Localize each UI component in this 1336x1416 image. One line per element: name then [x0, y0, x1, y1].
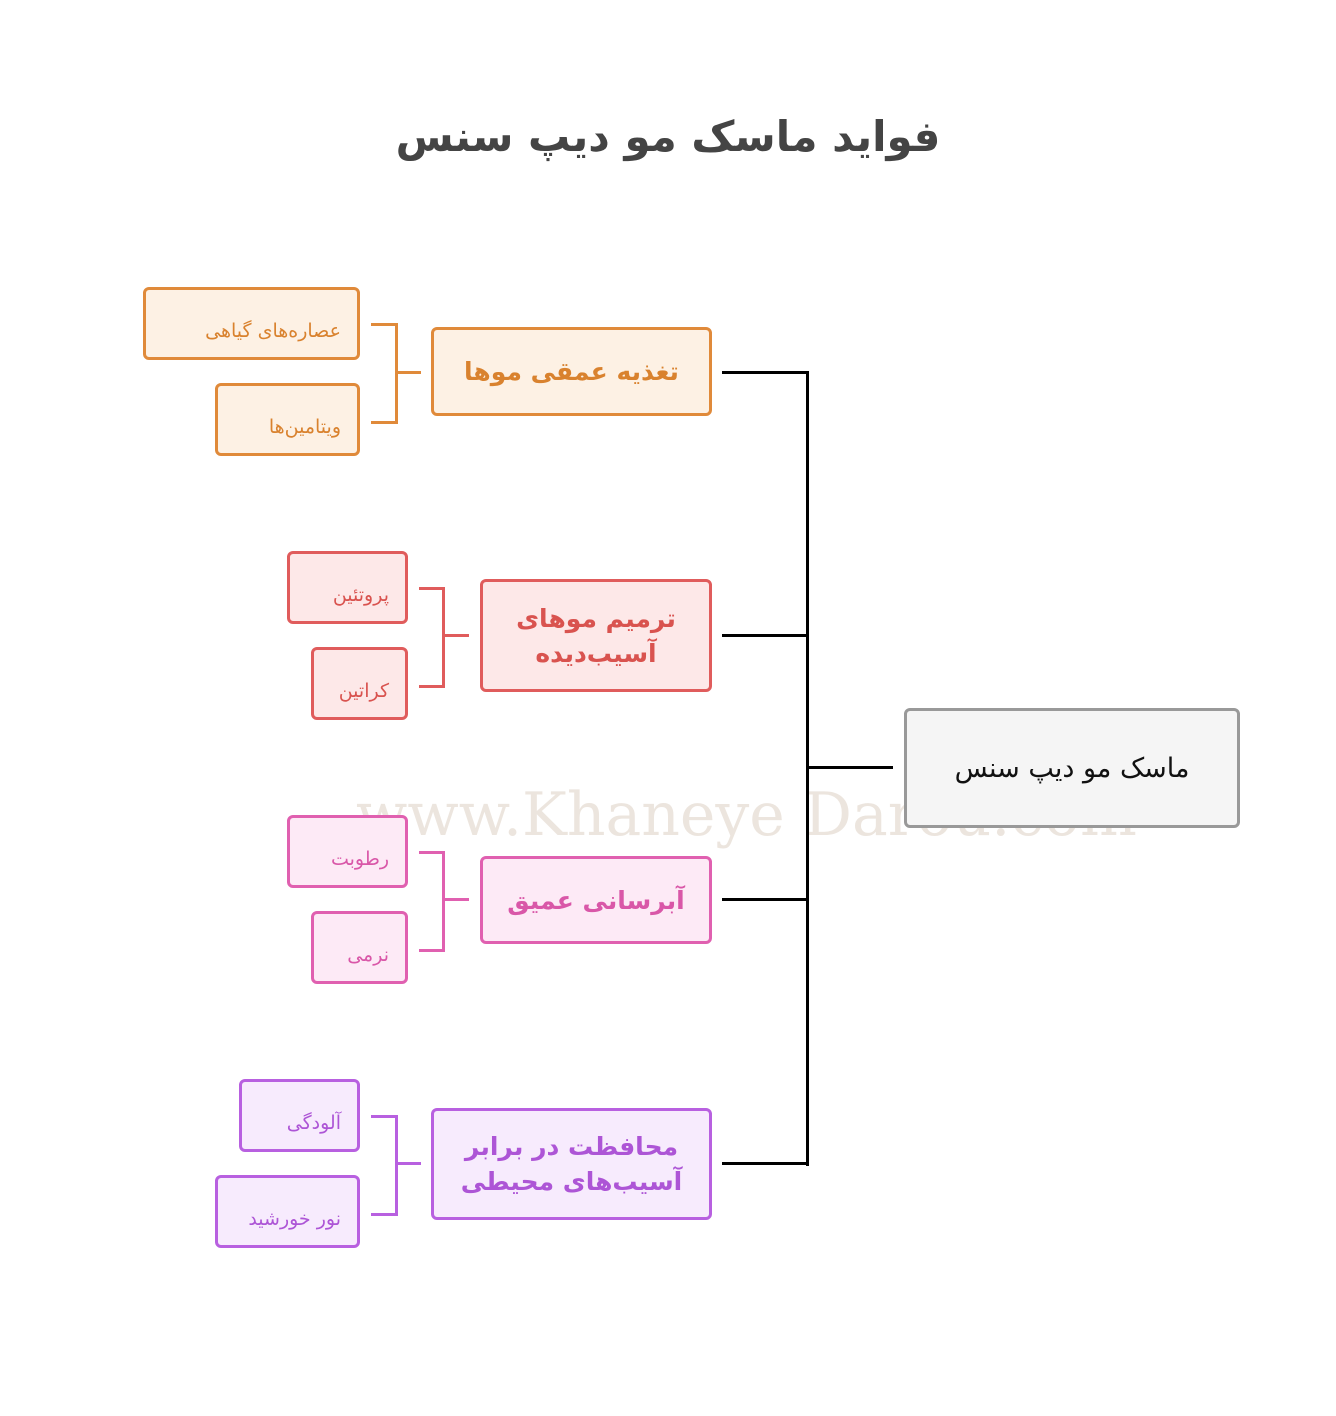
- child-bracket: [419, 851, 445, 952]
- leaf-node: نور خورشید: [215, 1175, 360, 1248]
- leaf-node: عصاره‌های گیاهی: [143, 287, 360, 360]
- leaf-node: پروتئین: [287, 551, 408, 624]
- root-connector: [807, 766, 893, 769]
- bracket-stem: [443, 634, 469, 637]
- leaf-node: رطوبت: [287, 815, 408, 888]
- leaf-node: ویتامین‌ها: [215, 383, 360, 456]
- branch-node-nourishment: تغذیه عمقی موها: [431, 327, 712, 416]
- branch-connector: [722, 634, 808, 637]
- branch-node-repair: ترمیم موهای آسیب‌دیده: [480, 579, 712, 692]
- branch-connector: [722, 371, 808, 374]
- branch-connector: [722, 1162, 808, 1165]
- bracket-stem: [443, 898, 469, 901]
- child-bracket: [371, 323, 398, 424]
- branch-node-hydration: آبرسانی عمیق: [480, 856, 712, 944]
- bracket-stem: [396, 1162, 421, 1165]
- leaf-node: کراتین: [311, 647, 408, 720]
- branch-connector: [722, 898, 808, 901]
- leaf-node: آلودگی: [239, 1079, 360, 1152]
- diagram-title: فواید ماسک مو دیپ سنس: [395, 112, 941, 161]
- leaf-node: نرمی: [311, 911, 408, 984]
- branch-node-protection: محافظت در برابر آسیب‌های محیطی: [431, 1108, 712, 1220]
- bracket-stem: [396, 371, 421, 374]
- child-bracket: [371, 1115, 398, 1216]
- child-bracket: [419, 587, 445, 688]
- root-node: ماسک مو دیپ سنس: [904, 708, 1240, 828]
